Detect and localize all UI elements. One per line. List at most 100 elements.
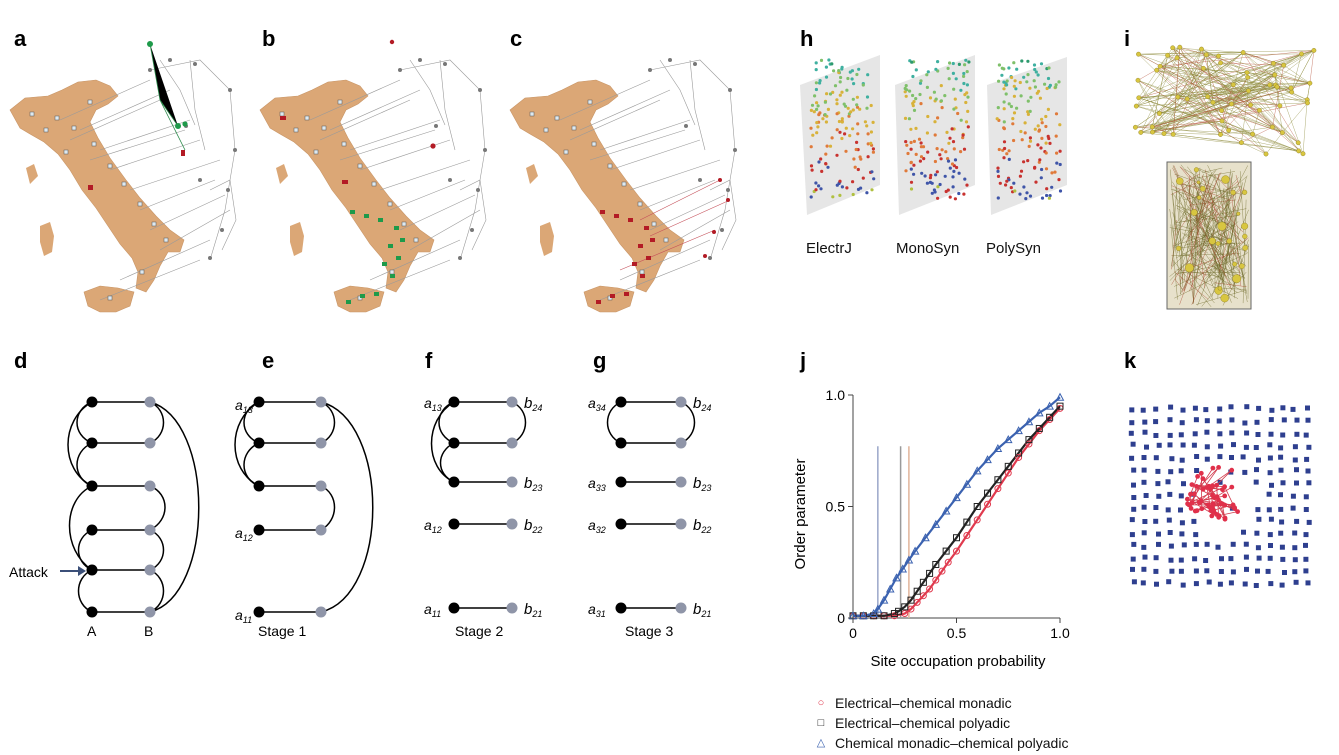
neuron-dot xyxy=(912,139,916,143)
neuron-dot xyxy=(1038,158,1042,162)
neuron-dot xyxy=(1048,141,1052,145)
neuron-dot xyxy=(866,155,870,159)
neuron-dot xyxy=(1015,106,1019,110)
neuron-dot xyxy=(1028,86,1032,90)
neuron-dot xyxy=(959,88,963,92)
neuron-dot xyxy=(1015,67,1019,71)
neuron-dot xyxy=(823,100,827,104)
neuron-dot xyxy=(1026,110,1030,114)
neuron-dot xyxy=(955,165,959,170)
lattice-site xyxy=(1153,406,1159,412)
network-node xyxy=(1281,62,1287,68)
neuron-dot xyxy=(1011,122,1015,126)
neuron-dot xyxy=(934,67,938,71)
neuron-dot xyxy=(909,187,914,191)
neuron-dot xyxy=(914,68,918,72)
lattice-site xyxy=(1154,581,1159,587)
neuron-dot xyxy=(835,183,839,187)
data-point xyxy=(1025,436,1033,444)
data-point xyxy=(993,443,1003,453)
schematic-e: a13 a12 a11 Stage 1 xyxy=(234,396,374,639)
lattice-site xyxy=(1179,420,1185,426)
neuron-dot xyxy=(835,112,839,116)
map-panel-c xyxy=(509,58,737,313)
neuron-dot xyxy=(1022,75,1026,79)
lattice-site xyxy=(1179,531,1185,537)
lattice-site xyxy=(1256,555,1262,561)
data-point xyxy=(1056,402,1064,410)
data-point xyxy=(1015,453,1023,461)
neuron-dot xyxy=(1002,107,1006,111)
neuron-dot xyxy=(1019,129,1023,134)
lattice-site xyxy=(1218,569,1224,574)
neuron-dot xyxy=(1044,141,1048,145)
network-node xyxy=(1217,221,1227,231)
lattice-site xyxy=(1130,441,1136,447)
lattice-site xyxy=(1178,568,1184,574)
series-line xyxy=(853,405,1061,617)
network-node xyxy=(1242,233,1248,240)
network-node xyxy=(1161,131,1167,137)
lattice-site xyxy=(1131,495,1137,500)
lattice-site xyxy=(1253,583,1259,588)
neuron-dot xyxy=(1002,100,1006,104)
neuron-dot xyxy=(996,174,1001,178)
neuron-dot xyxy=(964,58,968,62)
data-point xyxy=(1004,462,1012,470)
neuron-dot xyxy=(824,120,828,124)
neuron-dot xyxy=(863,120,867,124)
data-point xyxy=(984,500,992,508)
neuron-dot xyxy=(952,169,956,173)
cluster-node xyxy=(1220,487,1225,493)
network-node xyxy=(1240,50,1246,55)
neuron-dot xyxy=(912,163,916,167)
neuron-dot xyxy=(1045,193,1049,198)
lattice-site xyxy=(1240,454,1246,460)
cluster-node xyxy=(1199,506,1205,512)
neuron-dot xyxy=(819,58,824,62)
cluster-node xyxy=(1222,516,1228,522)
circle-marker-icon: ○ xyxy=(817,697,825,709)
lattice-site xyxy=(1256,405,1262,411)
neuron-dot xyxy=(951,175,955,179)
neuron-dot xyxy=(943,174,947,178)
neuron-dot xyxy=(948,136,952,140)
lattice-site xyxy=(1178,468,1184,474)
lattice-site xyxy=(1243,444,1249,450)
lattice-site xyxy=(1217,581,1223,587)
lattice-site xyxy=(1180,407,1186,413)
neuron-dot xyxy=(1033,85,1037,89)
neuron-dot xyxy=(926,114,930,119)
lattice-site xyxy=(1204,444,1210,450)
network-node xyxy=(1269,124,1275,130)
network-node xyxy=(1149,124,1155,130)
network-node xyxy=(1135,77,1141,83)
neuron-dot xyxy=(846,76,850,81)
cluster-node xyxy=(1218,501,1224,507)
neuron-dot xyxy=(950,162,955,166)
lattice-site xyxy=(1219,556,1224,562)
lattice-site xyxy=(1153,555,1159,561)
neuron-dot xyxy=(1018,192,1022,196)
neuron-dot xyxy=(1054,85,1058,89)
neuron-dot xyxy=(933,159,937,164)
network-node xyxy=(1210,100,1216,105)
panel-letter-h: h xyxy=(800,26,814,51)
data-point xyxy=(1004,469,1012,477)
network-node xyxy=(1246,88,1251,94)
node-label-b24: b24 xyxy=(524,395,542,413)
neuron-dot xyxy=(865,124,869,128)
node-label-b22: b22 xyxy=(524,517,542,535)
neuron-dot xyxy=(810,103,815,107)
data-point xyxy=(953,547,960,555)
data-point xyxy=(901,603,909,611)
lattice-site xyxy=(1168,557,1174,563)
lattice-site xyxy=(1267,470,1273,476)
lattice-site xyxy=(1178,432,1184,438)
lattice-site xyxy=(1267,455,1273,461)
neuron-dot xyxy=(1037,89,1041,93)
lattice-site xyxy=(1280,556,1286,562)
neuron-dot xyxy=(1036,73,1040,77)
neuron-dot xyxy=(1002,127,1006,131)
lattice-site xyxy=(1269,407,1275,413)
